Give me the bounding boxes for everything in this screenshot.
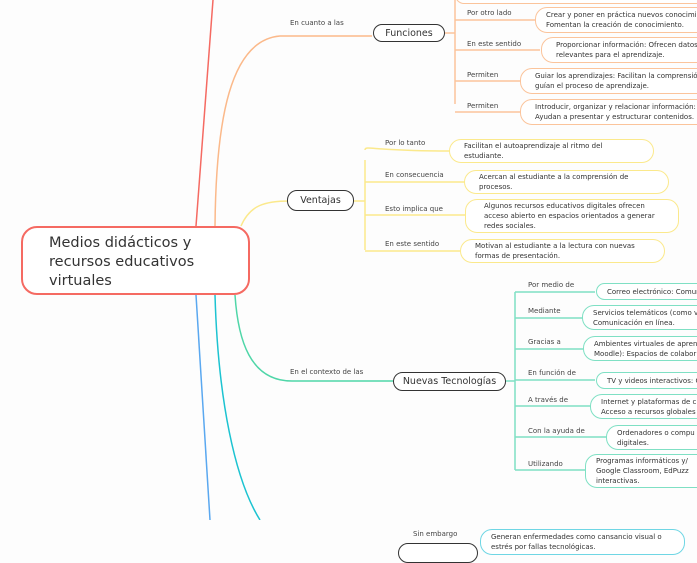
- topic-funciones[interactable]: Funciones: [373, 24, 445, 42]
- node-introducir[interactable]: Introducir, organizar y relacionar infor…: [520, 99, 697, 125]
- node-text: Ambientes virtuales de apren: [594, 339, 697, 348]
- node-text: formas de presentación.: [475, 252, 561, 260]
- node-acercan[interactable]: Acercan al estudiante a la comprensión d…: [464, 170, 669, 194]
- node-text: Motivan al estudiante a la lectura con n…: [475, 242, 635, 250]
- node-text: estudiante.: [464, 152, 504, 160]
- branch-label: Sin embargo: [413, 530, 458, 538]
- branch-label: Permiten: [467, 71, 499, 79]
- node-text: Facilitan el autoaprendizaje al ritmo de…: [464, 142, 603, 150]
- node-text: Guiar los aprendizajes: Facilitan la com…: [535, 72, 697, 80]
- node-text: Proporcionar información: Ofrecen datos: [556, 41, 697, 49]
- node-generan[interactable]: Generan enfermedades como cansancio visu…: [480, 529, 685, 555]
- node-text: Fomentan la creación de conocimiento.: [546, 21, 684, 29]
- node-programas[interactable]: Programas informáticos y/Google Classroo…: [585, 454, 697, 488]
- node-proporcionar[interactable]: Proporcionar información: Ofrecen datos r…: [541, 37, 697, 63]
- node-text: Acceso a recursos globales: [601, 407, 696, 416]
- node-text: guían el proceso de aprendizaje.: [535, 82, 650, 90]
- branch-label: A través de: [528, 396, 568, 404]
- root-node[interactable]: Medios didácticos y recursos educativos …: [21, 226, 250, 295]
- node-text: acceso abierto en espacios orientados a …: [484, 212, 655, 220]
- branch-label: Mediante: [528, 307, 561, 315]
- node-text: Moodle): Espacios de colabor: [594, 349, 697, 358]
- node-tv[interactable]: TV y videos interactivos: C: [596, 372, 697, 389]
- node-text: Algunos recursos educativos digitales of…: [484, 202, 645, 210]
- node-text: Acercan al estudiante a la comprensión d…: [479, 173, 629, 181]
- node-text: relevantes para el aprendizaje.: [556, 51, 665, 59]
- partial-node[interactable]: [455, 0, 697, 4]
- node-text: Programas informáticos y/: [596, 457, 688, 465]
- root-line: virtuales: [49, 273, 112, 289]
- node-text: Comunicación en línea.: [593, 318, 675, 327]
- topic-title: Nuevas Tecnologías: [402, 376, 497, 387]
- node-text: estrés por fallas tecnológicas.: [491, 543, 596, 551]
- node-facilitan[interactable]: Facilitan el autoaprendizaje al ritmo de…: [449, 139, 654, 163]
- node-text: Correo electrónico: Comun: [607, 287, 697, 296]
- node-text: Generan enfermedades como cansancio visu…: [491, 533, 662, 541]
- root-line: recursos educativos: [49, 254, 195, 270]
- branch-label: En este sentido: [385, 240, 440, 248]
- node-text: Crear y poner en práctica nuevos conocim…: [546, 11, 697, 19]
- node-text: digitales.: [617, 438, 649, 447]
- connector-label: En el contexto de las: [290, 368, 364, 376]
- node-correo[interactable]: Correo electrónico: Comun: [596, 283, 697, 300]
- node-text: Servicios telemáticos (como v: [593, 308, 697, 317]
- node-motivan[interactable]: Motivan al estudiante a la lectura con n…: [460, 239, 665, 263]
- node-text: Ayudan a presentar y estructurar conteni…: [535, 113, 695, 121]
- connector-label: En cuanto a las: [290, 19, 344, 27]
- topic-partial[interactable]: [398, 543, 478, 563]
- branch-label: Con la ayuda de: [528, 427, 585, 435]
- node-text: redes sociales.: [484, 222, 536, 230]
- node-text: TV y videos interactivos: C: [607, 376, 697, 385]
- branch-label: En consecuencia: [385, 171, 444, 179]
- branch-label: En función de: [528, 369, 576, 377]
- branch-label: Por medio de: [528, 281, 575, 289]
- topic-title: Funciones: [385, 27, 433, 39]
- branch-label: Permiten: [467, 102, 499, 110]
- connector-lines: [195, 0, 607, 520]
- node-text: Introducir, organizar y relacionar infor…: [535, 103, 696, 111]
- node-text: interactivas.: [596, 477, 640, 485]
- branch-label: Utilizando: [528, 460, 563, 468]
- node-algunos[interactable]: Algunos recursos educativos digitales of…: [465, 199, 679, 233]
- branch-label: Gracias a: [528, 338, 561, 346]
- node-guiar[interactable]: Guiar los aprendizajes: Facilitan la com…: [520, 68, 697, 94]
- topic-ventajas[interactable]: Ventajas: [287, 190, 354, 211]
- node-text: Google Classroom, EdPuzz: [596, 467, 689, 475]
- branch-label: Esto implica que: [385, 205, 443, 213]
- topic-nuevas-tecnologias[interactable]: Nuevas Tecnologías: [393, 372, 506, 391]
- branch-label: Por otro lado: [467, 9, 512, 17]
- node-text: procesos.: [479, 183, 513, 191]
- node-text: Ordenadores o compu: [617, 428, 695, 437]
- node-crear[interactable]: Crear y poner en práctica nuevos conocim…: [535, 7, 697, 33]
- root-line: Medios didácticos y: [49, 235, 192, 251]
- branch-label: En este sentido: [467, 40, 522, 48]
- node-text: Internet y plataformas de c: [601, 397, 697, 406]
- branch-label: Por lo tanto: [385, 139, 426, 147]
- topic-title: Ventajas: [300, 195, 341, 206]
